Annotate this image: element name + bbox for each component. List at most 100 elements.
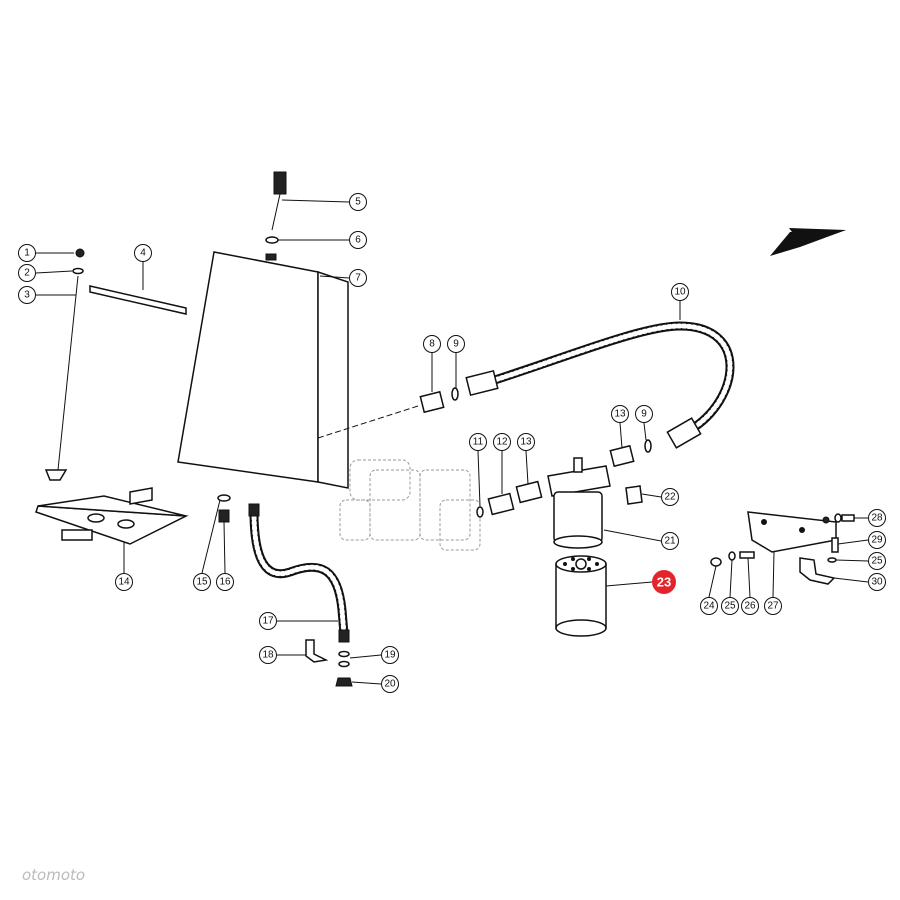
- pump-ghost: [339, 459, 481, 551]
- callout-22: 22: [641, 488, 679, 506]
- washers-and-nut: [335, 650, 353, 687]
- hydraulic-tank: [177, 251, 349, 489]
- callout-circle: [115, 573, 133, 591]
- callout-label: 15: [196, 577, 208, 588]
- leader-line: [603, 529, 662, 542]
- callout-circle: [381, 675, 399, 693]
- callout-27: 27: [764, 551, 782, 615]
- adapter-12: [487, 492, 515, 516]
- fitting-16: [218, 509, 230, 523]
- callout-label: 12: [496, 437, 508, 448]
- leader-line: [605, 581, 653, 587]
- callout-16: 16: [216, 521, 234, 591]
- callout-17: 17: [259, 612, 338, 630]
- leader-line: [729, 559, 733, 598]
- callout-circle: [868, 509, 886, 527]
- callout-circle: [868, 531, 886, 549]
- callout-circle: [193, 573, 211, 591]
- callout-circle: [381, 646, 399, 664]
- callout-label: 26: [744, 601, 756, 612]
- callout-label: 5: [355, 197, 361, 208]
- callout-18: 18: [259, 646, 306, 664]
- callout-circle: [259, 612, 277, 630]
- callout-10: 10: [671, 283, 689, 320]
- leader-line: [281, 199, 350, 203]
- leader-line: [201, 499, 221, 574]
- callout-label: 29: [871, 535, 883, 546]
- callout-1: 1: [18, 244, 74, 262]
- callout-circle: [447, 335, 465, 353]
- bracket-18: [305, 639, 329, 663]
- callout-circle: [469, 433, 487, 451]
- plug-22: [625, 485, 643, 505]
- callout-circle: [721, 597, 739, 615]
- callout-circle: [134, 244, 152, 262]
- callout-29: 29: [837, 531, 886, 549]
- callout-label: 21: [664, 536, 676, 547]
- callout-circle: [764, 597, 782, 615]
- callout-label: 19: [384, 650, 396, 661]
- fitting-13-right: [609, 439, 652, 468]
- callout-13b: 13: [611, 405, 629, 449]
- callout-30: 30: [833, 573, 886, 591]
- leader-line: [833, 577, 869, 583]
- leader-line: [351, 681, 382, 685]
- callout-label: 16: [219, 577, 231, 588]
- callout-8: 8: [423, 335, 441, 392]
- leader-line: [837, 539, 869, 545]
- callout-label: 22: [664, 492, 676, 503]
- callout-circle: [349, 231, 367, 249]
- callout-9b: 9: [635, 405, 653, 441]
- callout-4: 4: [134, 244, 152, 290]
- filter-head: [547, 457, 611, 549]
- callout-19: 19: [349, 646, 399, 664]
- callout-circle: [216, 573, 234, 591]
- callout-2: 2: [18, 264, 73, 282]
- callout-label: 27: [767, 601, 779, 612]
- tank-base-plate: [35, 487, 189, 545]
- leader-line: [619, 422, 623, 449]
- callout-26: 26: [741, 557, 759, 615]
- callout-circle: [671, 283, 689, 301]
- callout-label: 30: [871, 577, 883, 588]
- callout-label: 9: [641, 409, 647, 420]
- callout-label: 13: [614, 409, 626, 420]
- highlight-badge: [652, 570, 676, 594]
- callout-circle: [868, 552, 886, 570]
- callout-14: 14: [115, 542, 133, 591]
- callout-5: 5: [281, 193, 367, 211]
- tank-strap: [89, 285, 187, 315]
- callout-label: 8: [429, 339, 435, 350]
- callout-28: 28: [854, 509, 886, 527]
- hardware: [710, 513, 855, 585]
- callout-label: 13: [520, 437, 532, 448]
- mounting-bracket: [747, 511, 837, 553]
- callout-label: 25: [871, 556, 883, 567]
- leader-line: [525, 450, 529, 485]
- callout-6: 6: [278, 231, 367, 249]
- callout-circle: [349, 193, 367, 211]
- callout-11: 11: [469, 433, 487, 507]
- leader-line: [708, 565, 717, 598]
- callout-circle: [18, 244, 36, 262]
- leader-line: [477, 450, 481, 507]
- leader-line: [35, 270, 73, 274]
- callout-label: 4: [140, 248, 146, 259]
- leader-line: [643, 422, 647, 441]
- direction-arrow-icon: [770, 228, 846, 256]
- callout-9a: 9: [447, 335, 465, 388]
- fitting-13-left: [515, 480, 543, 504]
- leader-line: [747, 557, 751, 598]
- o-ring-11: [476, 506, 484, 518]
- callout-label: 2: [24, 268, 30, 279]
- callout-circle: [635, 405, 653, 423]
- callout-12: 12: [493, 433, 511, 494]
- dipstick: [265, 171, 287, 244]
- fitting-8: [419, 387, 459, 414]
- callout-label: 25: [724, 601, 736, 612]
- callout-circle: [517, 433, 535, 451]
- callout-label: 1: [24, 248, 30, 259]
- callout-circle: [868, 573, 886, 591]
